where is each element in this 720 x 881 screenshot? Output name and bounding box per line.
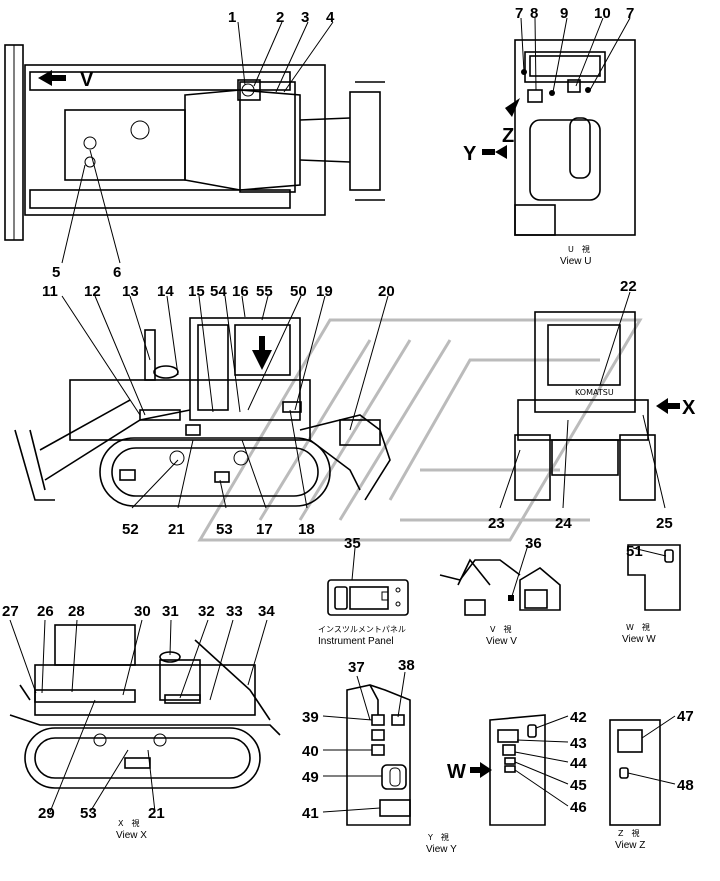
callout-31: 31: [162, 603, 179, 620]
view-letter-x: X: [682, 397, 696, 419]
callout-28: 28: [68, 603, 85, 620]
callout-17: 17: [256, 521, 273, 538]
callout-41: 41: [302, 805, 319, 822]
leader-lines: [9, 17, 676, 813]
callout-44: 44: [570, 755, 587, 772]
callout-54: 54: [210, 283, 227, 300]
callout-49: 49: [302, 769, 319, 786]
view-v-drawing: [439, 558, 561, 616]
callout-20: 20: [378, 283, 395, 300]
callout-40: 40: [302, 743, 319, 760]
callout-7b: 7: [626, 5, 634, 22]
callout-42: 42: [570, 709, 587, 726]
callout-48: 48: [677, 777, 694, 794]
callout-53a: 53: [216, 521, 233, 538]
caption-instrument-jp: インスツルメントパネル: [318, 625, 406, 634]
callout-numbers: 1 2 3 4 5 6 7 8 9 10 7 11 12 13 14 15 54…: [2, 5, 694, 822]
caption-view-u: View U: [560, 256, 592, 267]
callout-1: 1: [228, 9, 236, 26]
svg-text:KOMATSU: KOMATSU: [575, 388, 614, 397]
view-y-drawing: [346, 684, 411, 826]
caption-view-x: View X: [116, 830, 147, 841]
caption-view-z-jp: Z 視: [618, 829, 639, 838]
rear-view-drawing: KOMATSU: [514, 311, 680, 501]
callout-50: 50: [290, 283, 307, 300]
callout-9: 9: [560, 5, 568, 22]
callout-34: 34: [258, 603, 275, 620]
caption-view-u-jp: U 視: [568, 245, 590, 254]
callout-3: 5: [52, 264, 60, 281]
callout-39: 39: [302, 709, 319, 726]
view-letter-w: W: [447, 761, 466, 783]
caption-instrument: Instrument Panel: [318, 636, 394, 647]
view-u-drawing: [482, 39, 636, 236]
callout-21a: 21: [168, 521, 185, 538]
caption-view-z: View Z: [615, 840, 645, 851]
caption-view-w-jp: W 視: [626, 623, 650, 632]
side-view-drawing: [14, 317, 391, 507]
callout-25: 25: [656, 515, 673, 532]
callout-51: 51: [626, 543, 643, 560]
callout-22: 22: [620, 278, 637, 295]
instrument-panel-drawing: [327, 579, 409, 616]
callout-55: 55: [256, 283, 273, 300]
callout-2: 2: [276, 9, 284, 26]
view-w-panel-drawing: [470, 714, 546, 826]
callout-47: 47: [677, 708, 694, 725]
callout-27: 27: [2, 603, 19, 620]
view-letter-v: V: [80, 69, 94, 91]
callout-19: 19: [316, 283, 333, 300]
callout-33: 33: [226, 603, 243, 620]
callout-46: 46: [570, 799, 587, 816]
callout-12: 12: [84, 283, 101, 300]
view-x-drawing: [9, 624, 281, 789]
callout-6: 4: [326, 9, 335, 26]
callout-32: 32: [198, 603, 215, 620]
caption-view-y-jp: Y 視: [427, 833, 449, 842]
view-letter-y: Y: [463, 143, 477, 165]
callout-13: 13: [122, 283, 139, 300]
callout-5: 3: [301, 9, 309, 26]
caption-view-y: View Y: [426, 844, 457, 855]
callout-35: 35: [344, 535, 361, 552]
callout-38: 38: [398, 657, 415, 674]
callout-52: 52: [122, 521, 139, 538]
caption-view-w: View W: [622, 634, 656, 645]
top-view-drawing: [4, 44, 385, 241]
watermark: [197, 318, 643, 542]
caption-view-x-jp: X 視: [118, 819, 139, 828]
callout-26: 26: [37, 603, 54, 620]
callout-45: 45: [570, 777, 587, 794]
callout-14: 14: [157, 283, 174, 300]
view-letter-z: Z: [502, 125, 514, 147]
callout-29: 29: [38, 805, 55, 822]
view-z-drawing: [609, 719, 661, 826]
callout-8: 8: [530, 5, 538, 22]
callout-11: 11: [42, 283, 58, 300]
callout-36: 36: [525, 535, 542, 552]
caption-view-v: View V: [486, 636, 517, 647]
callout-21b: 21: [148, 805, 165, 822]
callout-23: 23: [488, 515, 505, 532]
callout-43: 43: [570, 735, 587, 752]
callout-15: 15: [188, 283, 205, 300]
callout-7a: 7: [515, 5, 523, 22]
view-letters: V Y Z X W: [80, 69, 696, 783]
callout-18: 18: [298, 521, 315, 538]
callout-30: 30: [134, 603, 151, 620]
callout-4: 6: [113, 264, 121, 281]
callout-16: 16: [232, 283, 249, 300]
callout-24: 24: [555, 515, 572, 532]
view-captions: U 視 View U インスツルメントパネル Instrument Panel …: [116, 245, 656, 855]
callout-37: 37: [348, 659, 365, 676]
callout-53b: 53: [80, 805, 97, 822]
callout-10: 10: [594, 5, 611, 22]
caption-view-v-jp: V 視: [490, 625, 511, 634]
